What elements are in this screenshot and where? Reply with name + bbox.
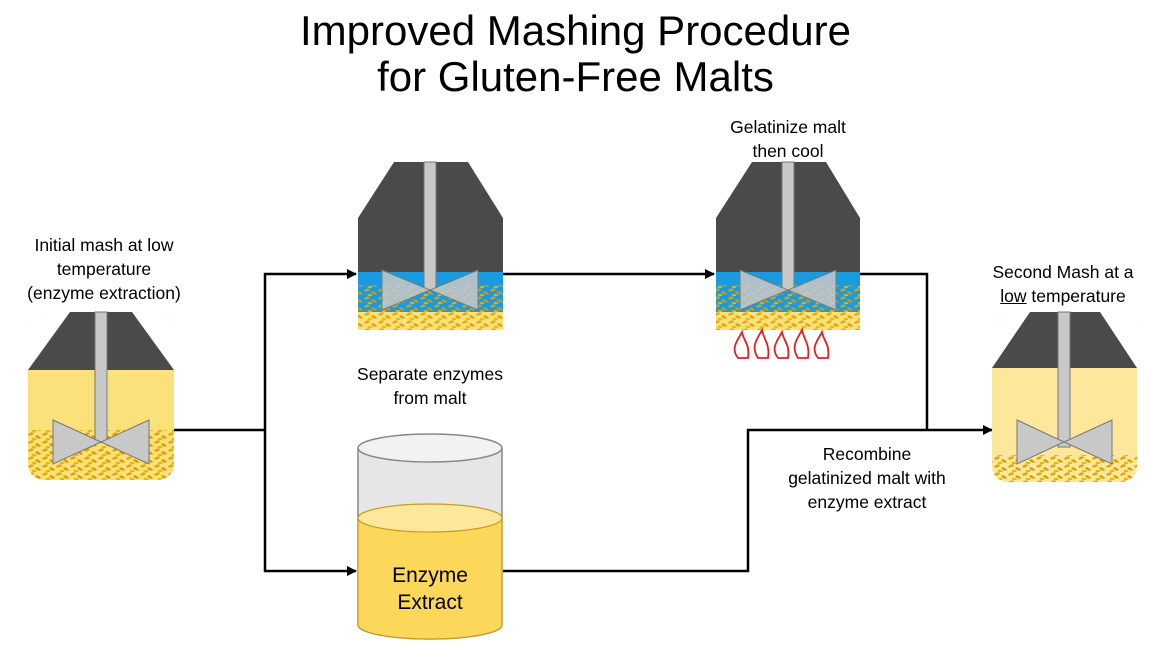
separate-line-2: from malt bbox=[393, 388, 467, 408]
second-mash-low-word: low bbox=[1000, 286, 1027, 306]
initial-mash-vessel bbox=[28, 311, 174, 480]
gelatinize-label: Gelatinize malt then cool bbox=[700, 115, 876, 163]
enzyme-extract-label: Enzyme Extract bbox=[358, 562, 502, 616]
enzyme-extract-line-1: Enzyme bbox=[392, 564, 468, 587]
arrow-extract-up bbox=[503, 425, 993, 573]
separate-line-1: Separate enzymes bbox=[357, 364, 503, 384]
recombine-line-2: gelatinized malt with bbox=[788, 468, 946, 488]
recombine-line-3: enzyme extract bbox=[807, 492, 927, 512]
arrow-gelatinize-down bbox=[860, 272, 929, 430]
second-mash-vessel bbox=[992, 311, 1137, 482]
initial-mash-line-2: temperature bbox=[56, 259, 152, 279]
enzyme-extract-line-2: Extract bbox=[397, 591, 463, 614]
arrow-to-mash-tun bbox=[263, 269, 357, 430]
flow-arrows bbox=[174, 269, 993, 576]
flames-icon bbox=[733, 327, 830, 359]
separate-label: Separate enzymes from malt bbox=[330, 362, 530, 410]
enzyme-extract-container bbox=[357, 433, 503, 640]
second-mash-temp-word: temperature bbox=[1031, 286, 1126, 306]
title-line-2: for Gluten-Free Malts bbox=[377, 53, 774, 100]
title-line-1: Improved Mashing Procedure bbox=[300, 7, 851, 54]
separation-mash-tun bbox=[358, 161, 503, 330]
second-mash-label: Second Mash at a low temperature bbox=[968, 260, 1151, 308]
recombine-label: Recombine gelatinized malt with enzyme e… bbox=[754, 442, 980, 514]
second-mash-line-2: low temperature bbox=[968, 284, 1151, 308]
second-mash-line-1: Second Mash at a bbox=[992, 262, 1134, 282]
recombine-line-1: Recombine bbox=[822, 444, 912, 464]
initial-mash-line-3: (enzyme extraction) bbox=[27, 283, 181, 303]
initial-mash-line-1: Initial mash at low bbox=[34, 235, 174, 255]
gelatinize-vessel bbox=[716, 161, 860, 330]
gelatinize-line-1: Gelatinize malt bbox=[730, 117, 846, 137]
arrow-to-enzyme-extract bbox=[263, 430, 357, 576]
initial-mash-label: Initial mash at low temperature (enzyme … bbox=[0, 233, 208, 305]
diagram-title: Improved Mashing Procedure for Gluten-Fr… bbox=[0, 8, 1151, 100]
gelatinize-line-2: then cool bbox=[752, 141, 824, 161]
